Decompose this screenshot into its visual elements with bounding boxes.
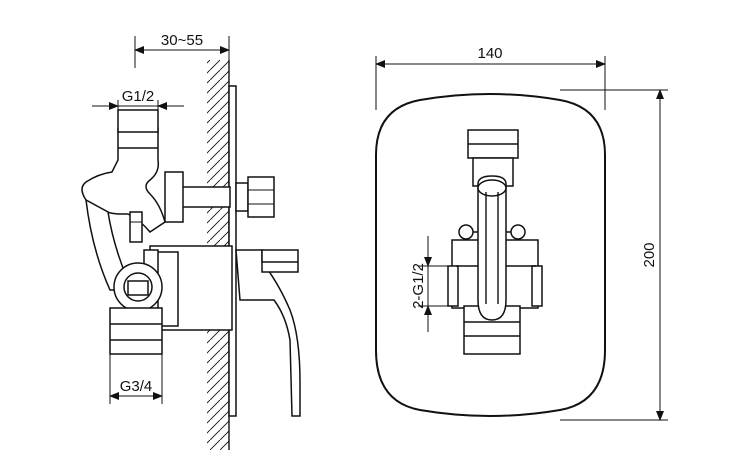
front-riser-pipe <box>477 175 507 321</box>
side-top-stub <box>164 171 184 223</box>
dim-plate-width: 140 <box>477 45 502 62</box>
cover-plate-front <box>375 93 606 417</box>
dim-wall-depth: 30~55 <box>161 32 203 49</box>
side-view: 30~55 G1/2 G3/4 <box>81 32 301 450</box>
side-bottom-outlet <box>109 307 163 355</box>
side-inlet-fitting <box>235 182 249 212</box>
side-top-inlet-cap <box>117 109 159 133</box>
dim-plate-height: 200 <box>641 242 658 267</box>
side-inlet-pipe <box>179 186 231 208</box>
dim-rear-outlets: 2-G1/2 <box>410 263 427 309</box>
front-lug-right <box>510 224 526 240</box>
side-inlet-nut <box>247 176 275 218</box>
dim-outlet-thread: G3/4 <box>120 378 153 395</box>
front-lug-left <box>458 224 474 240</box>
front-view: 140 200 2-G1/2 <box>375 45 668 421</box>
side-handle <box>235 249 301 417</box>
dim-inlet-thread: G1/2 <box>122 88 155 105</box>
